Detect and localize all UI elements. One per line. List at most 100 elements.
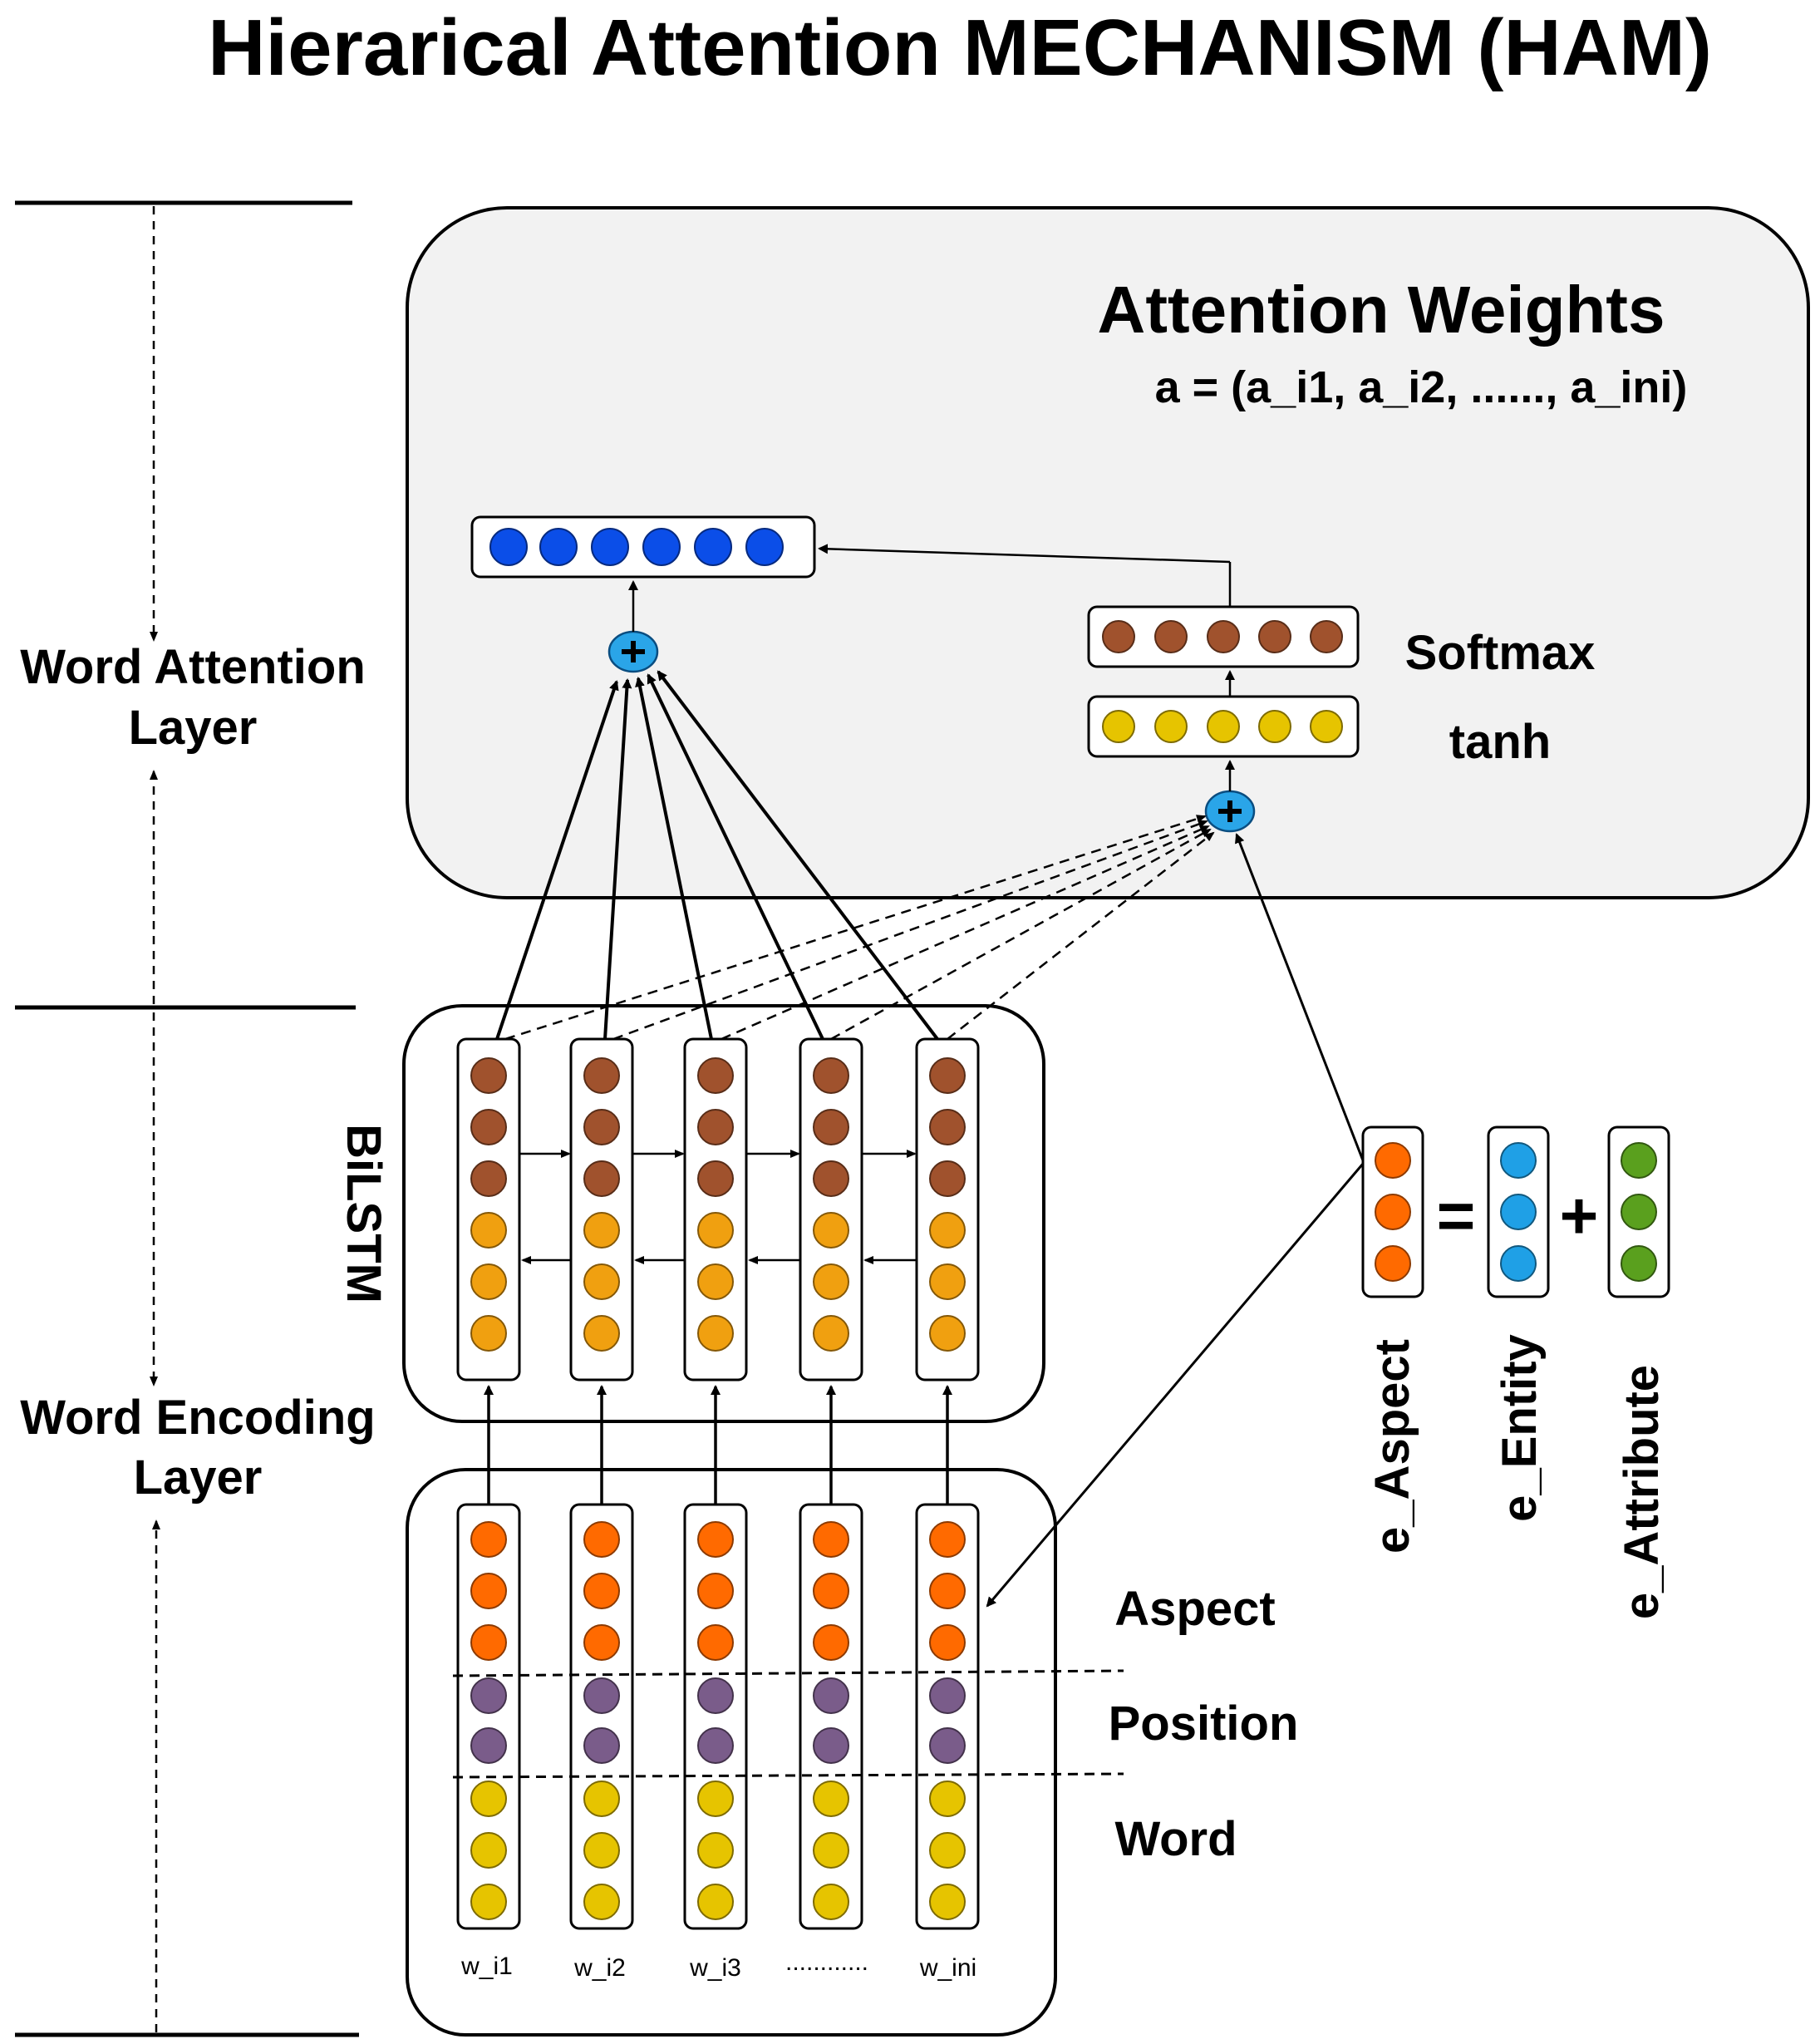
forward-hidden-unit bbox=[583, 1109, 620, 1145]
word-row-label: Word bbox=[1114, 1812, 1237, 1866]
attention-output-unit bbox=[745, 528, 784, 566]
word-label-3: w_i3 bbox=[689, 1954, 741, 1982]
softmax-unit bbox=[1102, 620, 1135, 653]
embedding-row-dividers bbox=[452, 1669, 1124, 1779]
e-aspect-label: e_Aspect bbox=[1365, 1339, 1419, 1554]
word-embedding-unit bbox=[697, 1832, 734, 1869]
forward-hidden-unit bbox=[813, 1057, 849, 1094]
position-embedding-unit bbox=[697, 1727, 734, 1764]
word-embedding-unit bbox=[929, 1832, 966, 1869]
layer-extent-arrows bbox=[150, 206, 160, 2032]
word-embedding-unit bbox=[813, 1780, 849, 1817]
aspect-embedding-unit bbox=[813, 1573, 849, 1609]
aspect-embedding-unit bbox=[697, 1624, 734, 1661]
word-embedding-unit bbox=[470, 1832, 507, 1869]
tanh-label: tanh bbox=[1449, 715, 1551, 769]
word-embedding-unit bbox=[583, 1884, 620, 1920]
forward-hidden-unit bbox=[813, 1109, 849, 1145]
attention-output-vector bbox=[470, 515, 816, 579]
backward-hidden-unit bbox=[470, 1263, 507, 1300]
tanh-unit bbox=[1102, 710, 1135, 743]
tanh-vector bbox=[1087, 695, 1360, 758]
softmax-unit bbox=[1207, 620, 1240, 653]
word-embedding-unit bbox=[470, 1884, 507, 1920]
e-aspect-unit bbox=[1375, 1245, 1411, 1282]
softmax-unit bbox=[1310, 620, 1343, 653]
tanh-unit bbox=[1310, 710, 1343, 743]
position-embedding-unit bbox=[929, 1677, 966, 1714]
attention-output-unit bbox=[591, 528, 629, 566]
word-embedding-unit bbox=[470, 1780, 507, 1817]
word-embedding-unit bbox=[583, 1832, 620, 1869]
forward-hidden-unit bbox=[697, 1057, 734, 1094]
position-embedding-unit bbox=[813, 1677, 849, 1714]
softmax-label: Softmax bbox=[1405, 626, 1596, 680]
plus-node-weighted-sum bbox=[607, 630, 659, 673]
e-entity-unit bbox=[1500, 1245, 1537, 1282]
plus-sign: + bbox=[1560, 1179, 1599, 1253]
word-embedding-unit bbox=[697, 1884, 734, 1920]
forward-hidden-unit bbox=[470, 1109, 507, 1145]
forward-hidden-unit bbox=[697, 1109, 734, 1145]
aspect-embedding-unit bbox=[813, 1521, 849, 1558]
tanh-unit bbox=[1207, 710, 1240, 743]
word-embedding-unit bbox=[929, 1780, 966, 1817]
forward-hidden-unit bbox=[583, 1057, 620, 1094]
word-embedding-unit bbox=[929, 1884, 966, 1920]
aspect-embedding-unit bbox=[697, 1521, 734, 1558]
word-embedding-unit bbox=[813, 1832, 849, 1869]
backward-hidden-unit bbox=[697, 1263, 734, 1300]
backward-hidden-unit bbox=[929, 1263, 966, 1300]
aspect-arrows bbox=[986, 833, 1365, 1608]
word-label-2: w_i2 bbox=[573, 1954, 626, 1982]
attention-output-unit bbox=[642, 528, 681, 566]
backward-hidden-unit bbox=[583, 1212, 620, 1249]
position-embedding-unit bbox=[583, 1677, 620, 1714]
aspect-embedding-unit bbox=[583, 1573, 620, 1609]
forward-hidden-unit bbox=[470, 1160, 507, 1197]
softmax-unit bbox=[1258, 620, 1291, 653]
e-attribute-vector bbox=[1607, 1125, 1670, 1298]
forward-hidden-unit bbox=[929, 1109, 966, 1145]
aspect-embedding-unit bbox=[583, 1624, 620, 1661]
attention-weights-title: Attention Weights bbox=[1098, 273, 1665, 347]
forward-hidden-unit bbox=[929, 1057, 966, 1094]
position-embedding-unit bbox=[470, 1677, 507, 1714]
word-embedding-unit bbox=[697, 1780, 734, 1817]
e-aspect-vector bbox=[1361, 1125, 1424, 1298]
tanh-unit bbox=[1154, 710, 1188, 743]
e-attribute-unit bbox=[1621, 1194, 1657, 1230]
forward-hidden-unit bbox=[697, 1160, 734, 1197]
e-entity-unit bbox=[1500, 1142, 1537, 1179]
e-entity-label: e_Entity bbox=[1493, 1334, 1547, 1522]
e-entity-vector bbox=[1487, 1125, 1550, 1298]
aspect-embedding-unit bbox=[929, 1624, 966, 1661]
word-label-ellipsis: ............ bbox=[785, 1948, 868, 1976]
backward-hidden-unit bbox=[583, 1315, 620, 1352]
backward-hidden-unit bbox=[813, 1263, 849, 1300]
word-embedding-unit bbox=[583, 1780, 620, 1817]
aspect-embedding-unit bbox=[929, 1521, 966, 1558]
e-attribute-unit bbox=[1621, 1245, 1657, 1282]
backward-hidden-unit bbox=[583, 1263, 620, 1300]
forward-hidden-unit bbox=[470, 1057, 507, 1094]
bilstm-label: BiLSTM bbox=[337, 1124, 391, 1303]
bilstm-to-weighted-sum-arrows bbox=[495, 670, 939, 1041]
word-encoding-layer-label-2: Layer bbox=[134, 1451, 263, 1505]
aspect-embedding-unit bbox=[929, 1573, 966, 1609]
attention-output-unit bbox=[489, 528, 528, 566]
backward-hidden-unit bbox=[813, 1315, 849, 1352]
bilstm-to-score-arrows bbox=[504, 815, 1215, 1041]
backward-hidden-unit bbox=[929, 1212, 966, 1249]
aspect-embedding-unit bbox=[470, 1573, 507, 1609]
softmax-unit bbox=[1154, 620, 1188, 653]
forward-hidden-unit bbox=[583, 1160, 620, 1197]
tanh-unit bbox=[1258, 710, 1291, 743]
word-label-1: w_i1 bbox=[460, 1953, 513, 1980]
e-aspect-unit bbox=[1375, 1194, 1411, 1230]
aspect-embedding-unit bbox=[813, 1624, 849, 1661]
backward-hidden-unit bbox=[813, 1212, 849, 1249]
e-entity-unit bbox=[1500, 1194, 1537, 1230]
bilstm-columns bbox=[456, 1037, 980, 1382]
word-encoding-layer-label: Word Encoding bbox=[20, 1391, 375, 1445]
